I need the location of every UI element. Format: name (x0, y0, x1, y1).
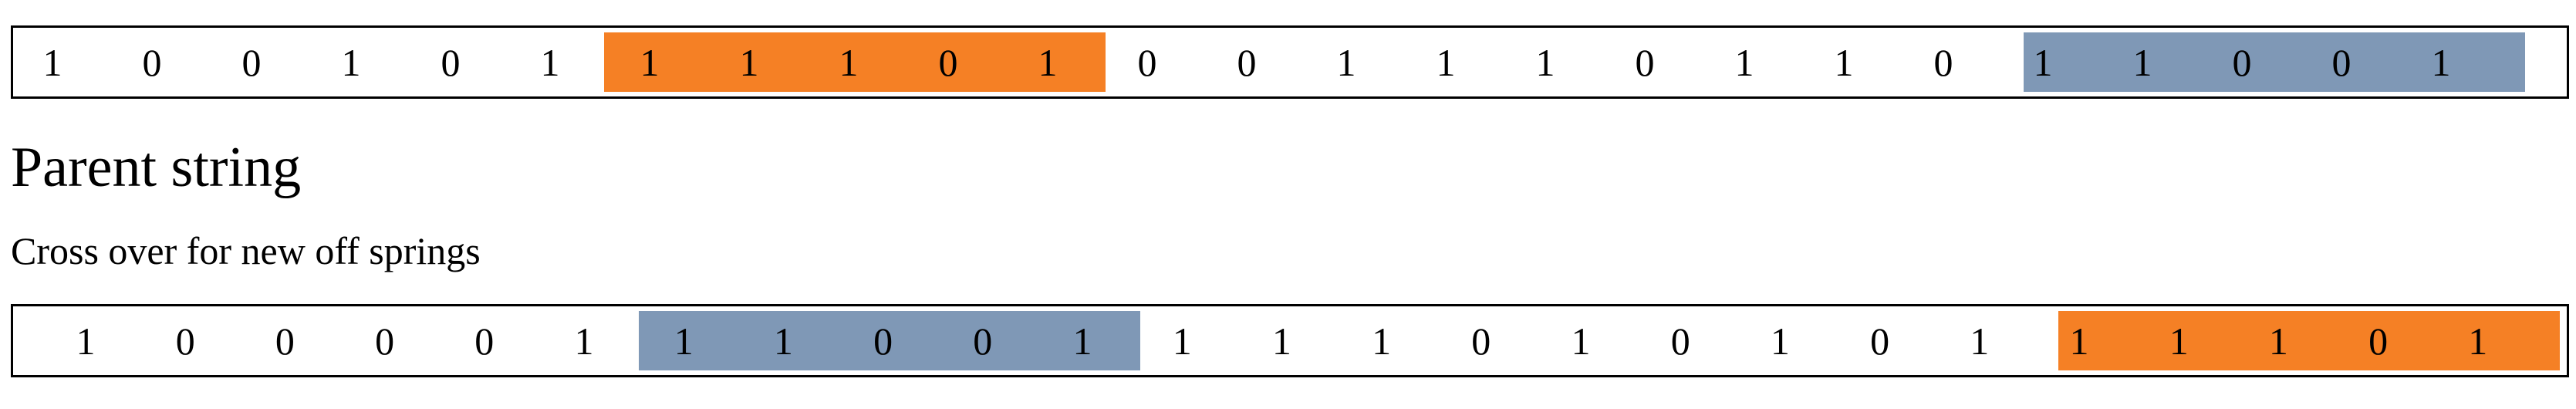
offspring-bit: 1 (1271, 319, 1291, 363)
offspring-bit: 0 (2368, 319, 2389, 363)
parent-bit: 1 (640, 40, 660, 84)
parent-bit: 1 (1535, 40, 1555, 84)
parent-bit: 1 (1436, 40, 1456, 84)
parent-bit: 0 (1933, 40, 1953, 84)
parent-bit: 1 (739, 40, 759, 84)
parent-bit: 1 (2431, 40, 2451, 84)
offspring-bit: 1 (773, 319, 793, 363)
offspring-bit: 0 (1870, 319, 1890, 363)
offspring-bit: 0 (973, 319, 993, 363)
parent-string-box: 1 0 0 1 0 1 1 1 1 0 1 0 0 1 1 1 0 1 1 0 1 1 0 0 1 (11, 25, 2569, 99)
parent-bit: 0 (441, 40, 461, 84)
parent-bit: 0 (938, 40, 958, 84)
offspring-bit: 1 (1172, 319, 1192, 363)
parent-bit: 1 (2033, 40, 2053, 84)
offspring-bit: 1 (1072, 319, 1092, 363)
parent-bit: 1 (1336, 40, 1356, 84)
parent-bit: 1 (2132, 40, 2152, 84)
offspring-bit: 1 (76, 319, 96, 363)
offspring-segment-orange (2058, 311, 2560, 370)
offspring-bit: 1 (2268, 319, 2288, 363)
parent-segment-orange (604, 32, 1106, 92)
parent-bit: 0 (241, 40, 262, 84)
parent-bit: 1 (1834, 40, 1854, 84)
offspring-bit: 0 (873, 319, 893, 363)
offspring-bit: 1 (574, 319, 594, 363)
parent-bit: 1 (540, 40, 560, 84)
parent-string-label: Parent string (11, 136, 302, 199)
offspring-bit: 1 (1970, 319, 1990, 363)
offspring-bit: 1 (2468, 319, 2488, 363)
offspring-bit: 0 (275, 319, 295, 363)
offspring-bit: 1 (2069, 319, 2089, 363)
offspring-bit: 0 (175, 319, 195, 363)
offspring-segment-blue (639, 311, 1140, 370)
parent-bit: 0 (2331, 40, 2351, 84)
parent-bit: 1 (839, 40, 859, 84)
parent-bit: 0 (2232, 40, 2252, 84)
offspring-bit: 0 (474, 319, 495, 363)
offspring-bit: 1 (674, 319, 694, 363)
offspring-bit: 1 (1770, 319, 1790, 363)
offspring-bit: 1 (1372, 319, 1392, 363)
parent-bit: 1 (1038, 40, 1058, 84)
parent-bit: 0 (1237, 40, 1257, 84)
parent-bit: 0 (1635, 40, 1655, 84)
parent-bit: 1 (1734, 40, 1754, 84)
parent-bit: 1 (341, 40, 361, 84)
parent-bit: 1 (42, 40, 62, 84)
offspring-string-box: 1 0 0 0 0 1 1 1 0 0 1 1 1 1 0 1 0 1 0 1 1 1 1 0 1 (11, 304, 2569, 377)
offspring-bit: 0 (1471, 319, 1491, 363)
parent-bit: 0 (1137, 40, 1157, 84)
crossover-label: Cross over for new off springs (11, 229, 481, 272)
offspring-bit: 1 (2169, 319, 2189, 363)
parent-segment-blue (2024, 32, 2525, 92)
offspring-bit: 1 (1571, 319, 1591, 363)
offspring-bit: 0 (375, 319, 395, 363)
parent-bit: 0 (142, 40, 162, 84)
offspring-bit: 0 (1670, 319, 1690, 363)
